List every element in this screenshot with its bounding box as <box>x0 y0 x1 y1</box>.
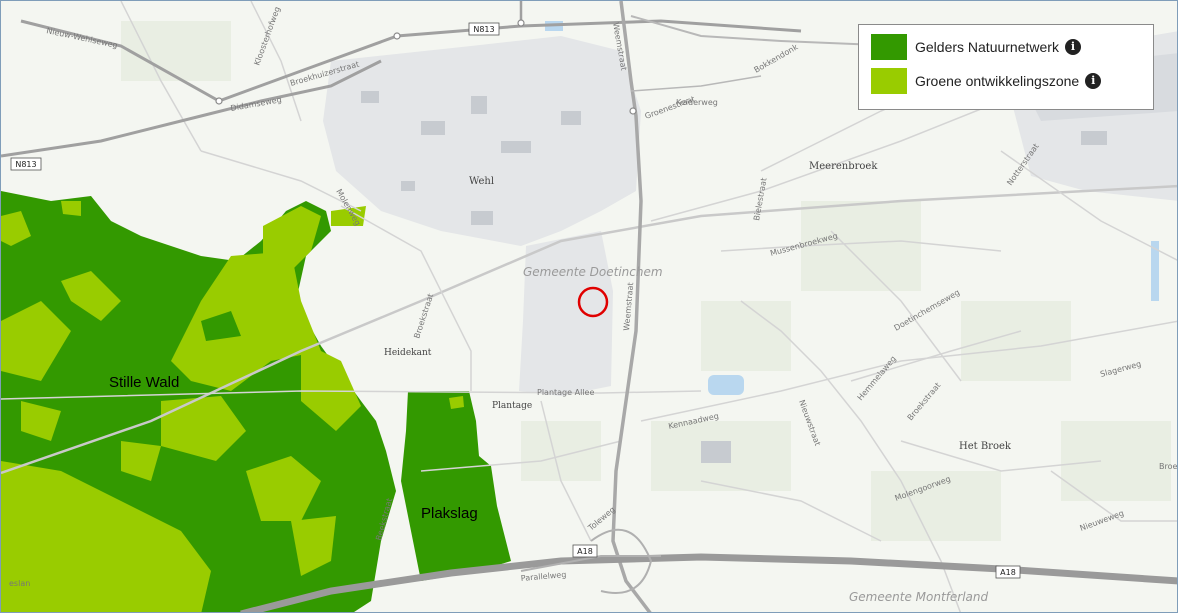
place-label-plantage: Plantage <box>492 401 532 411</box>
road-label-broe: Broe <box>1159 462 1177 471</box>
road-label-plantage-allee: Plantage Allee <box>537 388 594 397</box>
place-label-meerenbroek: Meerenbroek <box>809 161 878 172</box>
legend-item-ontwikkelingszone: Groene ontwikkelingszone i <box>871 68 1141 94</box>
road-label-parallelweg: Parallelweg <box>520 570 566 583</box>
route-shields <box>10 22 1021 579</box>
legend-swatch-natuurnetwerk <box>871 34 907 60</box>
location-marker <box>577 286 609 318</box>
legend-swatch-ontwikkelingszone <box>871 68 907 94</box>
route-shield-n813-top: N813 <box>473 25 494 34</box>
road-label-kelderweg: Kelderweg <box>676 98 718 107</box>
info-icon[interactable]: i <box>1064 39 1081 55</box>
area-label-plakslag: Plakslag <box>421 505 478 522</box>
municipality-label-doetinchem: Gemeente Doetinchem <box>523 265 663 279</box>
place-label-het-broek: Het Broek <box>959 441 1012 452</box>
area-label-stille-wald: Stille Wald <box>109 374 179 391</box>
place-label-wehl: Wehl <box>469 176 494 187</box>
road-label-weemstraat-mid: Weemstraat <box>622 282 635 331</box>
legend-label-ontwikkelingszone: Groene ontwikkelingszone <box>915 73 1080 89</box>
legend-label-natuurnetwerk: Gelders Natuurnetwerk <box>915 39 1059 55</box>
route-shield-a18-right: A18 <box>1000 568 1016 577</box>
route-shield-a18-left: A18 <box>577 547 593 556</box>
road-label-eslan: eslan <box>9 579 30 588</box>
legend-item-natuurnetwerk: Gelders Natuurnetwerk i <box>871 34 1141 60</box>
route-shield-n813-left: N813 <box>15 160 36 169</box>
railway-line <box>1 184 1177 475</box>
road-nodes <box>215 19 637 115</box>
nature-network-areas <box>1 191 511 612</box>
place-label-heidekant: Heidekant <box>384 348 432 358</box>
municipality-label-montferland: Gemeente Montferland <box>849 590 988 604</box>
legend-panel: Gelders Natuurnetwerk i Groene ontwikkel… <box>858 24 1154 110</box>
info-icon[interactable]: i <box>1085 73 1102 89</box>
